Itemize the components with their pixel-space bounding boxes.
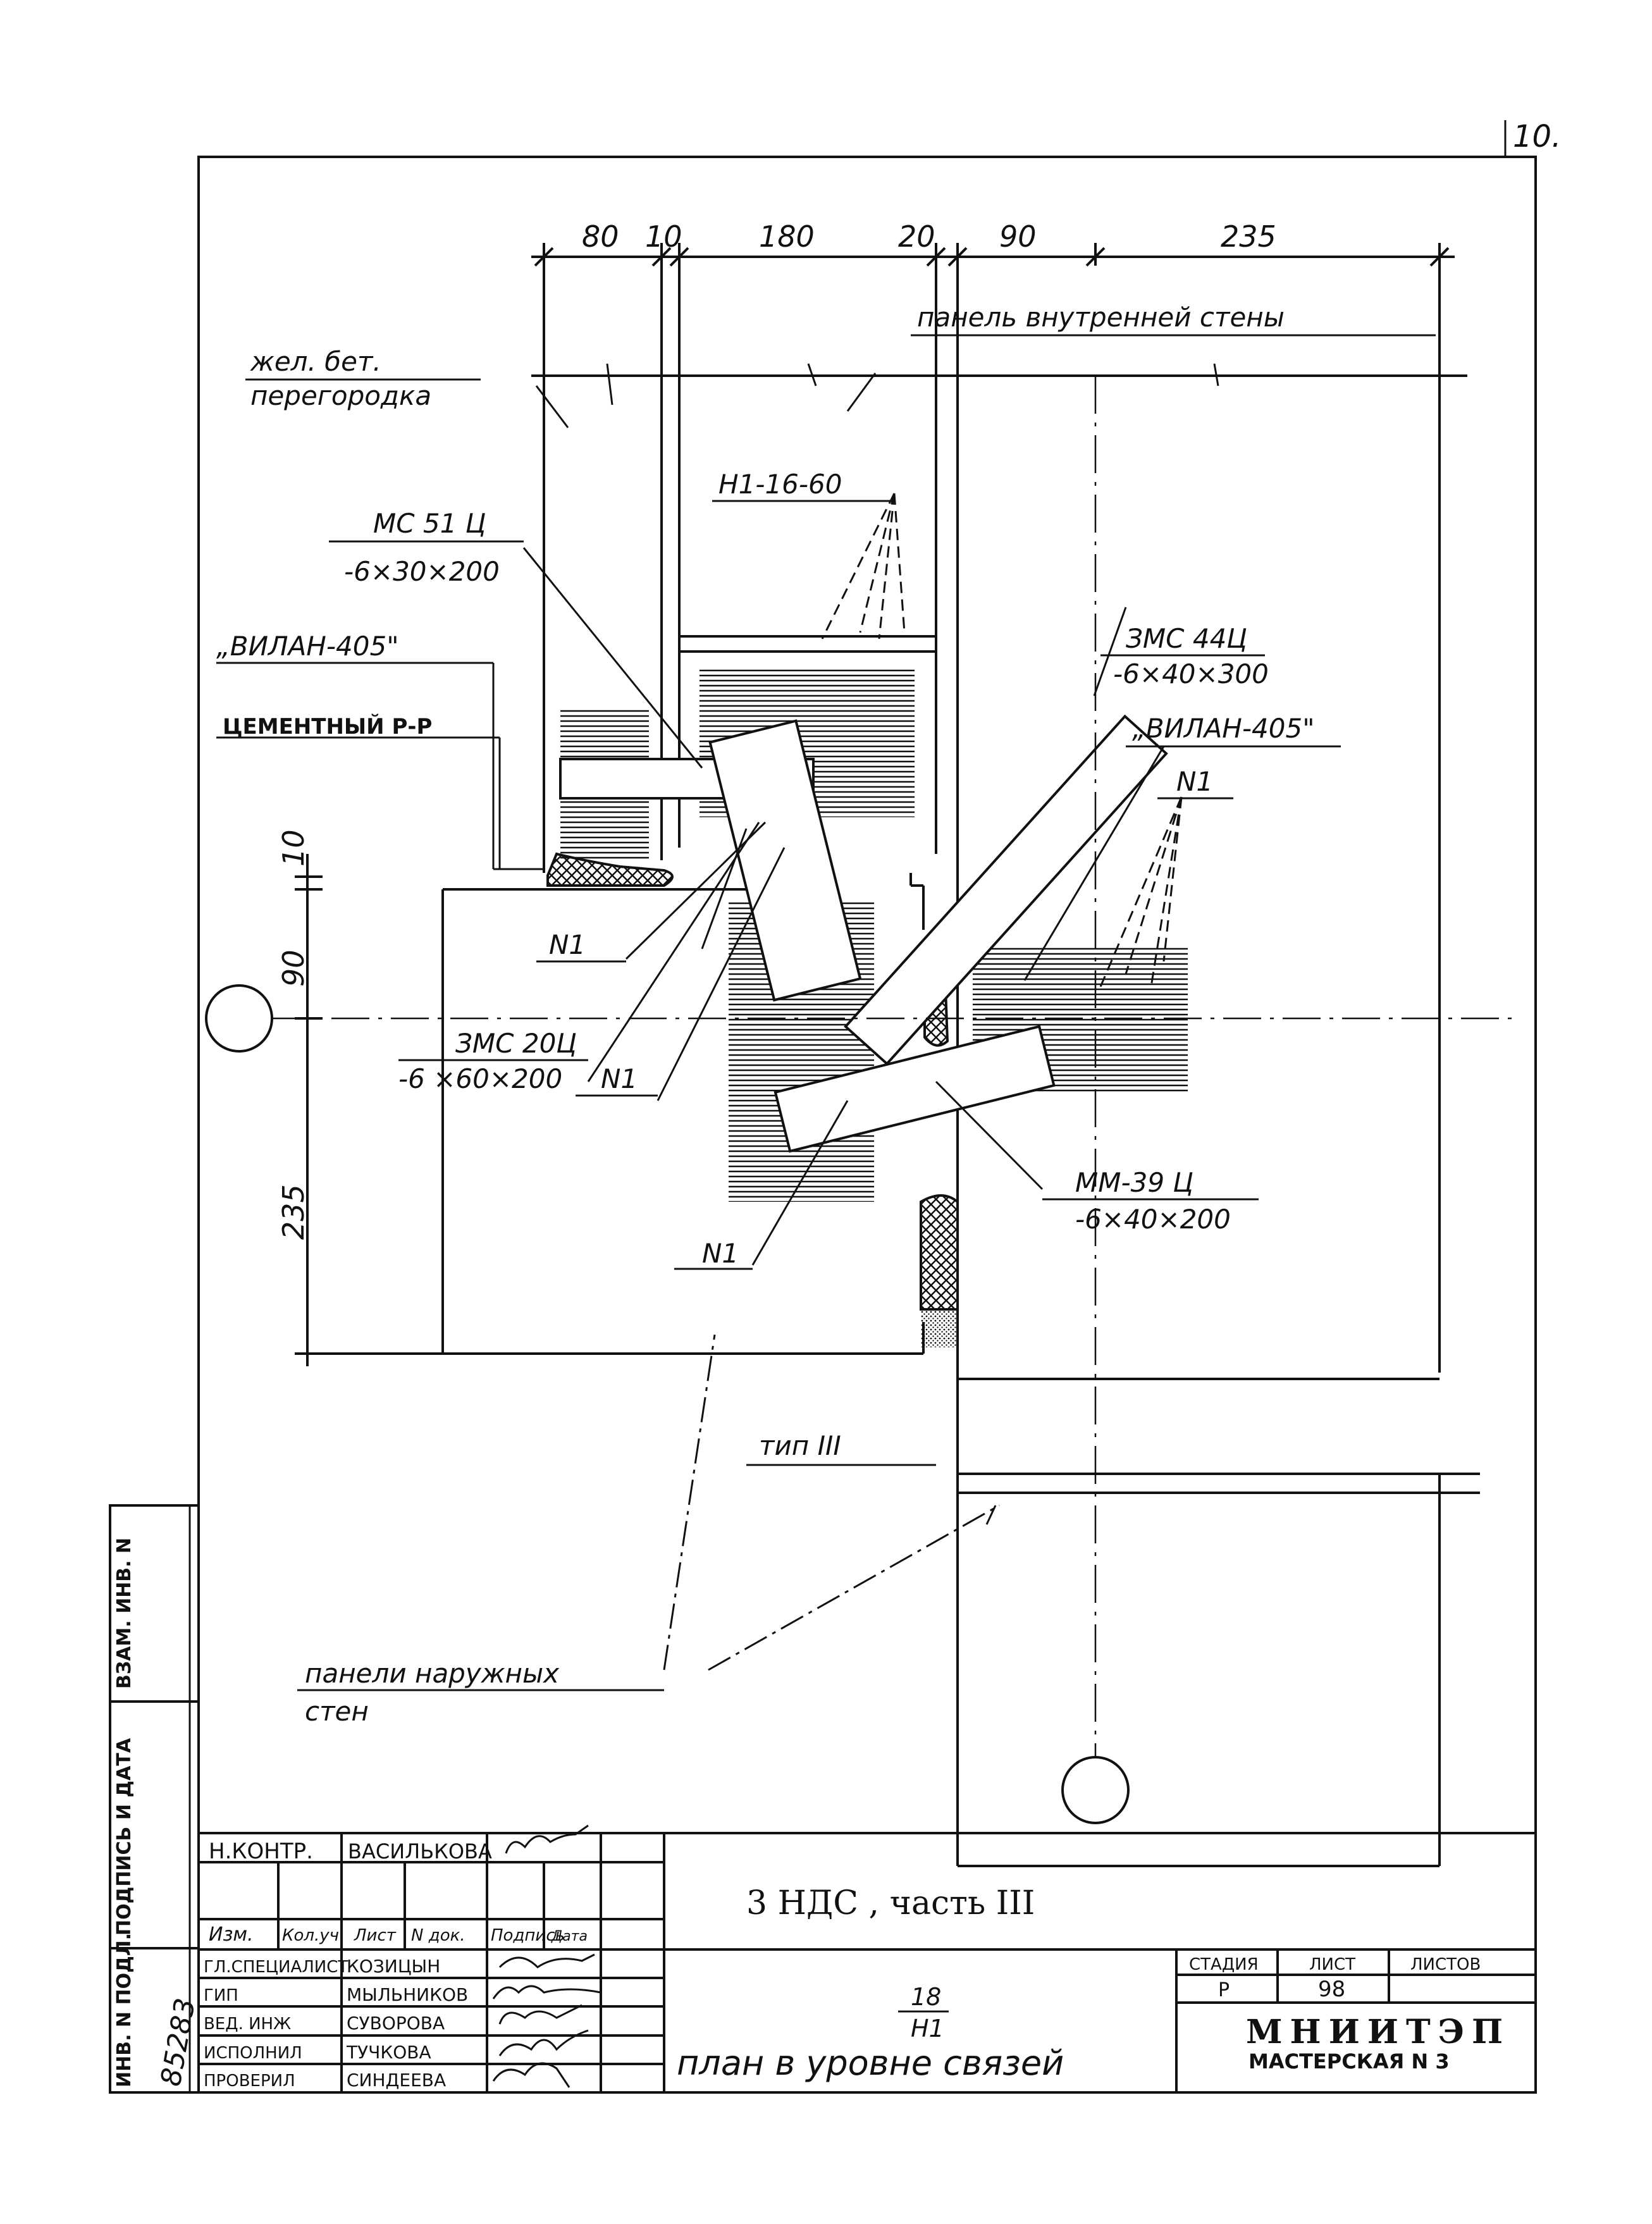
role-1: ГИП (204, 1986, 238, 2005)
node-number-bottom: Н1 (911, 2015, 944, 2042)
title-block-text: Н.КОНТР. ВАСИЛЬКОВА Изм. Кол.уч Лист N д… (204, 1839, 1510, 2091)
col-list: Лист (354, 1926, 397, 1945)
label-n1-mid: N1 (601, 1063, 638, 1094)
signature-norm-control (505, 1824, 589, 1854)
stamp-inv-vzam: ВЗАМ. ИНВ. N (113, 1538, 135, 1689)
plate-zmc44 (844, 714, 1168, 1066)
name-4: СИНДЕЕВА (347, 2070, 446, 2091)
label-n1-bottom: N1 (702, 1238, 739, 1269)
col-kol-uch: Кол.уч (282, 1926, 339, 1945)
role-2: ВЕД. ИНЖ (204, 2015, 291, 2034)
name-1: МЫЛЬНИКОВ (347, 1984, 468, 2005)
sheet-value: 98 (1318, 1977, 1345, 2002)
dim-180: 180 (759, 219, 815, 254)
node-number-top: 18 (911, 1983, 941, 2011)
leader-lines (492, 373, 1183, 1671)
stamp-signature-date: ПОДПИСЬ И ДАТА (113, 1738, 135, 1936)
sealant-lower (920, 1194, 959, 1311)
label-zmc44-1: ЗМС 44Ц (1126, 623, 1247, 654)
dim-left-235: 235 (276, 1184, 311, 1240)
left-dimensions: 10 90 235 (276, 829, 311, 1240)
norm-control-label: Н.КОНТР. (209, 1839, 313, 1864)
mortar-dots (921, 1309, 958, 1347)
sheets-header: ЛИСТОВ (1410, 1955, 1481, 1974)
label-cement: ЦЕМЕНТНЫЙ Р-Р (223, 714, 432, 739)
dim-left-90: 90 (276, 949, 311, 987)
dim-10: 10 (645, 219, 682, 254)
stage-value: Р (1218, 1979, 1230, 2001)
label-vilan-right: „ВИЛАН-405" (1132, 713, 1315, 744)
drawing-labels: панель внутренней стены жел. бет. перего… (216, 302, 1436, 1727)
role-4: ПРОВЕРИЛ (204, 2072, 295, 2091)
stage-header: СТАДИЯ (1189, 1955, 1259, 1974)
signature-4 (492, 2062, 570, 2088)
plan-drawing (205, 243, 1518, 1867)
col-date: Дата (551, 1929, 588, 1944)
plate-zmc20 (708, 719, 862, 1002)
label-n1-right: N1 (1176, 766, 1213, 797)
top-dimensions: 80 10 180 20 90 235 (582, 219, 1276, 254)
sheet-frame (197, 156, 1537, 2094)
workshop-name: МАСТЕРСКАЯ N 3 (1248, 2049, 1450, 2073)
signature-0 (498, 1953, 595, 1968)
sheet-corner-number: 10. (1513, 119, 1561, 154)
title-block-grid (199, 1832, 1536, 2092)
signature-1 (492, 1985, 601, 1999)
dim-235: 235 (1221, 219, 1276, 254)
sheet-header: ЛИСТ (1309, 1955, 1355, 1974)
role-0: ГЛ.СПЕЦИАЛИСТ (204, 1958, 348, 1977)
dim-90: 90 (999, 219, 1037, 254)
label-outer-panels-1: панели наружных (305, 1658, 560, 1689)
project-title: 3 НДС , часть III (746, 1884, 1035, 1922)
label-zmc20-2: -6 ×60×200 (398, 1063, 562, 1094)
signature-2 (498, 2004, 583, 2025)
label-zmc44-2: -6×40×300 (1113, 658, 1269, 689)
label-zmc20-1: ЗМС 20Ц (455, 1028, 577, 1059)
norm-control-name: ВАСИЛЬКОВА (348, 1839, 492, 1863)
col-signature: Подпись (491, 1926, 565, 1945)
org-name: МНИИТЭП (1246, 2013, 1510, 2051)
label-inner-wall-panel: панель внутренней стены (917, 302, 1285, 333)
label-vilan-left: „ВИЛАН-405" (216, 631, 399, 662)
signature-3 (498, 2029, 589, 2056)
label-mc51-1: МС 51 Ц (373, 508, 486, 539)
label-mc51-2: -6×30×200 (344, 556, 500, 587)
dim-80: 80 (582, 219, 619, 254)
label-h1-16-60: Н1-16-60 (718, 469, 842, 500)
col-n-dok: N док. (411, 1926, 465, 1945)
stamp-inv-number: 85283 (155, 1996, 202, 2089)
role-3: ИСПОЛНИЛ (204, 2044, 302, 2063)
plate-mm39 (774, 1025, 1056, 1153)
label-n1-left: N1 (549, 929, 586, 960)
stamp-inv-podl: ИНВ. N ПОДЛ. (113, 1933, 135, 2087)
label-mm39-2: -6×40×200 (1075, 1204, 1231, 1235)
label-type-iii: тип III (759, 1430, 841, 1461)
col-izm: Изм. (209, 1924, 254, 1946)
dim-left-10: 10 (276, 829, 311, 867)
name-0: КОЗИЦЫН (347, 1956, 440, 1977)
side-stamp-frame (109, 1504, 200, 2094)
label-rc-partition-1: жел. бет. (250, 346, 381, 377)
axis-marker-left (205, 984, 273, 1053)
sealant-left (546, 852, 674, 887)
dim-20: 20 (898, 219, 935, 254)
label-rc-partition-2: перегородка (250, 380, 431, 411)
label-outer-panels-2: стен (305, 1696, 369, 1727)
sheet-title: план в уровне связей (677, 2043, 1064, 2083)
signatures (492, 1824, 601, 2088)
side-stamp-text: ВЗАМ. ИНВ. N ПОДПИСЬ И ДАТА ИНВ. N ПОДЛ.… (113, 1538, 202, 2089)
name-2: СУВОРОВА (347, 2013, 445, 2034)
label-mm39-1: ММ-39 Ц (1075, 1167, 1193, 1198)
axis-marker-bottom (1061, 1756, 1130, 1824)
name-3: ТУЧКОВА (346, 2042, 431, 2063)
side-stamp (110, 1700, 199, 1949)
